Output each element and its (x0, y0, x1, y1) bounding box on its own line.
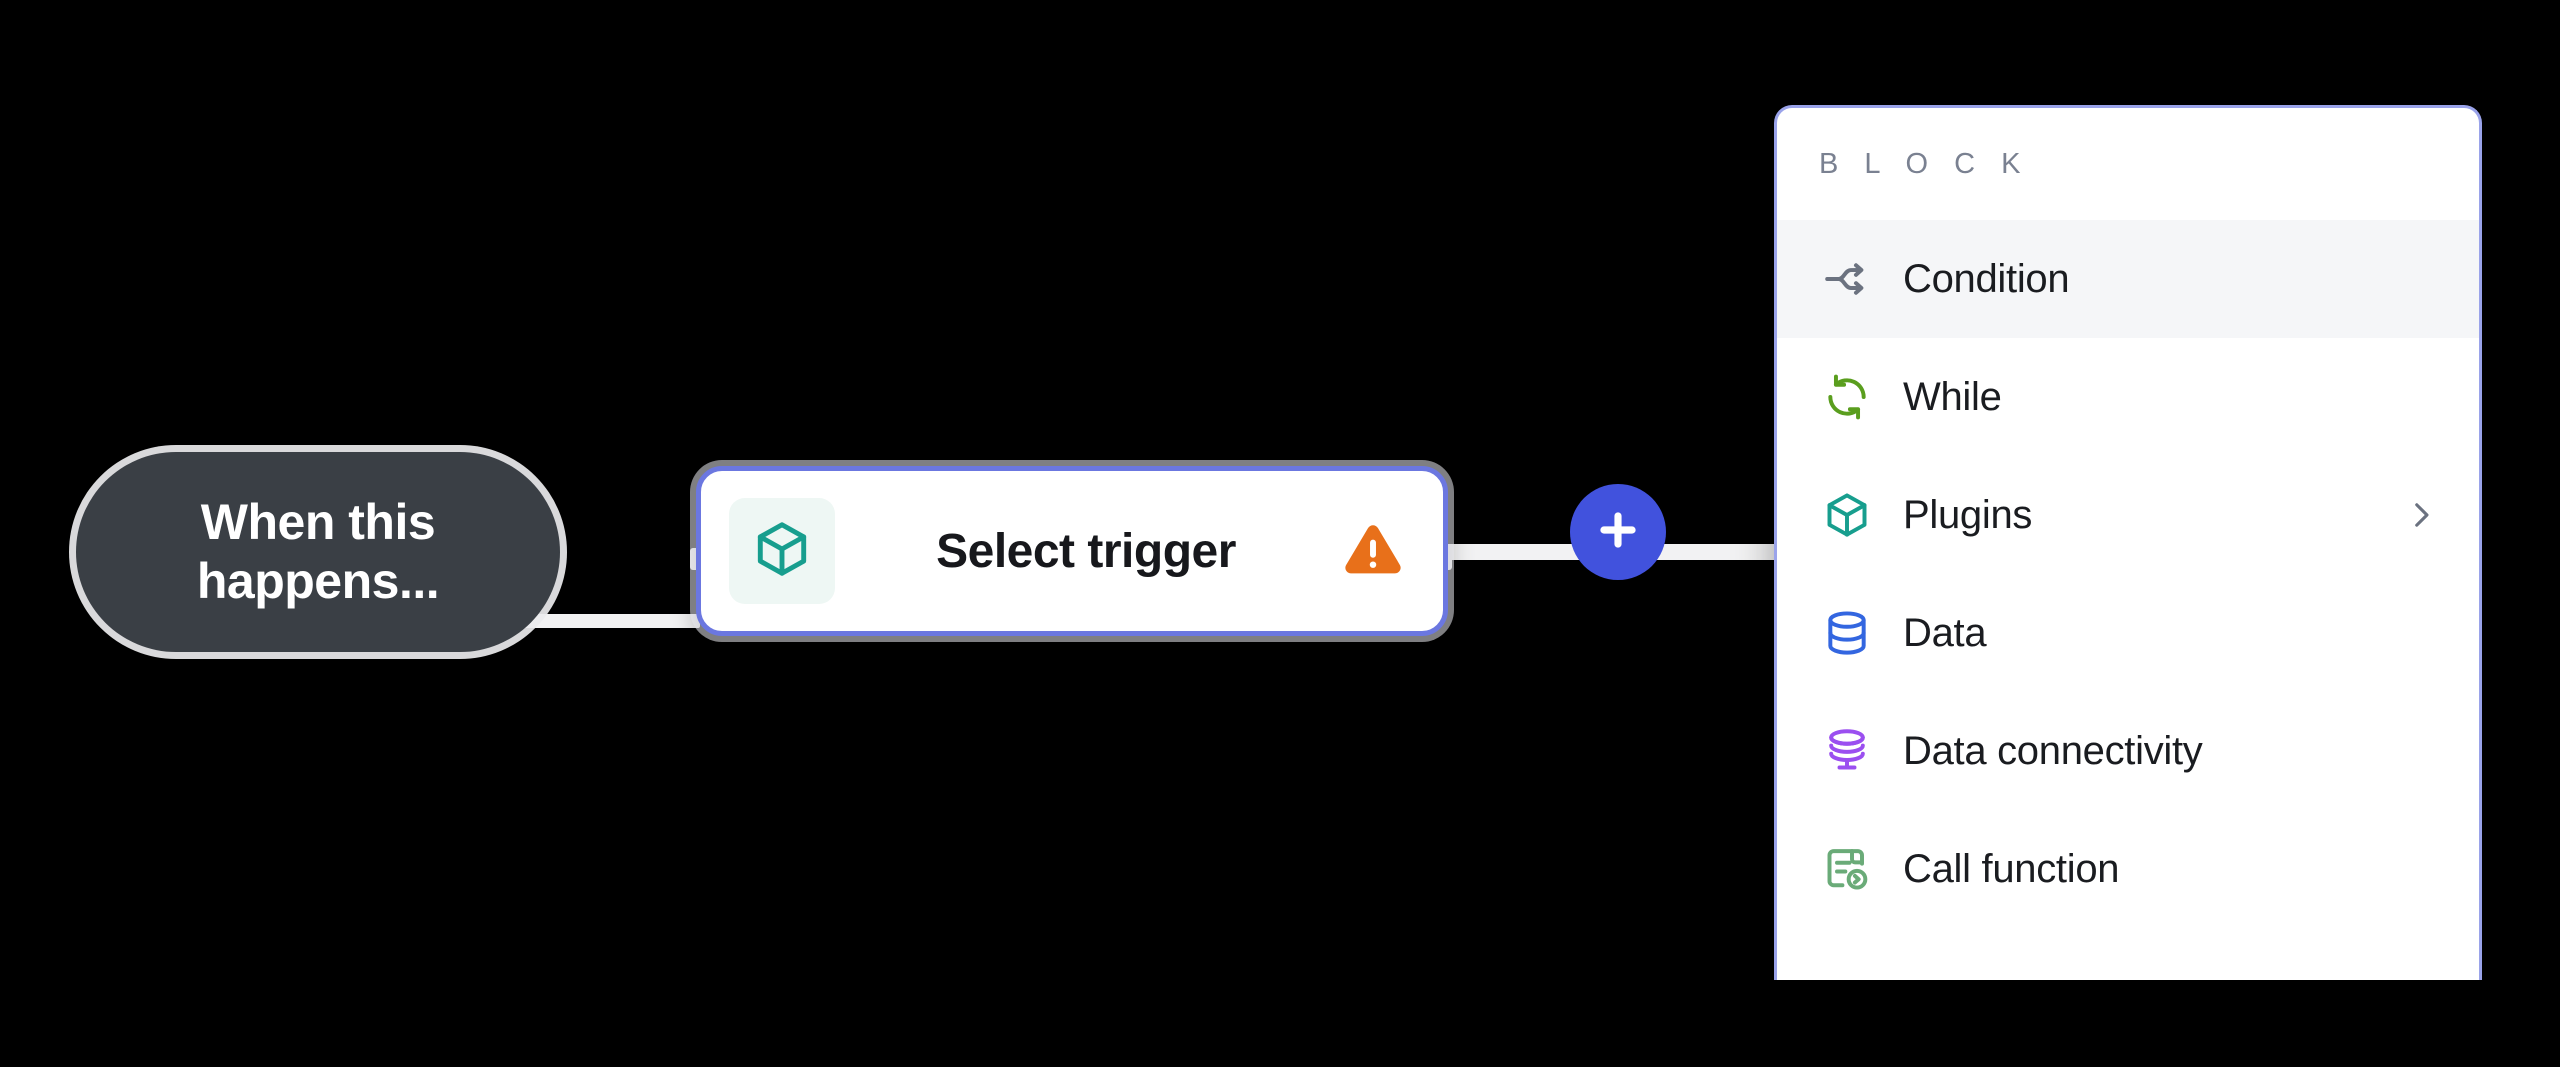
when-this-happens-label: When this happens... (196, 494, 440, 609)
chevron-right-icon[interactable] (2403, 498, 2439, 532)
document-function-icon (1819, 841, 1875, 897)
menu-item-label: Condition (1903, 256, 2070, 301)
add-block-button[interactable] (1570, 484, 1666, 580)
branch-split-icon (1819, 251, 1875, 307)
plus-icon (1592, 504, 1644, 561)
block-panel: B L O C K Condition (1774, 105, 2482, 980)
menu-item-label: Call function (1903, 846, 2120, 891)
select-trigger-label: Select trigger (936, 524, 1236, 578)
menu-item-while[interactable]: While (1777, 338, 2479, 456)
when-this-happens-pill[interactable]: When this happens... (76, 452, 560, 652)
database-stand-icon (1819, 723, 1875, 779)
menu-item-label: Plugins (1903, 492, 2033, 537)
menu-item-label: Data (1903, 610, 1987, 655)
trigger-icon-tile (729, 498, 835, 604)
menu-item-call-function[interactable]: Call function (1777, 810, 2479, 928)
menu-item-data-connectivity[interactable]: Data connectivity (1777, 692, 2479, 810)
menu-item-data[interactable]: Data (1777, 574, 2479, 692)
menu-item-label: Data connectivity (1903, 728, 2203, 773)
menu-item-plugins[interactable]: Plugins (1777, 456, 2479, 574)
menu-item-label: While (1903, 374, 2002, 419)
warning-triangle-icon[interactable] (1337, 522, 1409, 580)
menu-item-condition[interactable]: Condition (1777, 220, 2479, 338)
cube-icon (751, 518, 813, 585)
database-icon (1819, 605, 1875, 661)
select-trigger-node[interactable]: Select trigger (696, 466, 1448, 636)
edge-add-to-panel (1640, 544, 1800, 560)
panel-header-block: B L O C K (1819, 147, 2030, 180)
loop-refresh-icon (1819, 369, 1875, 425)
cube-icon (1819, 487, 1875, 543)
edge-node-to-add (1445, 544, 1595, 560)
